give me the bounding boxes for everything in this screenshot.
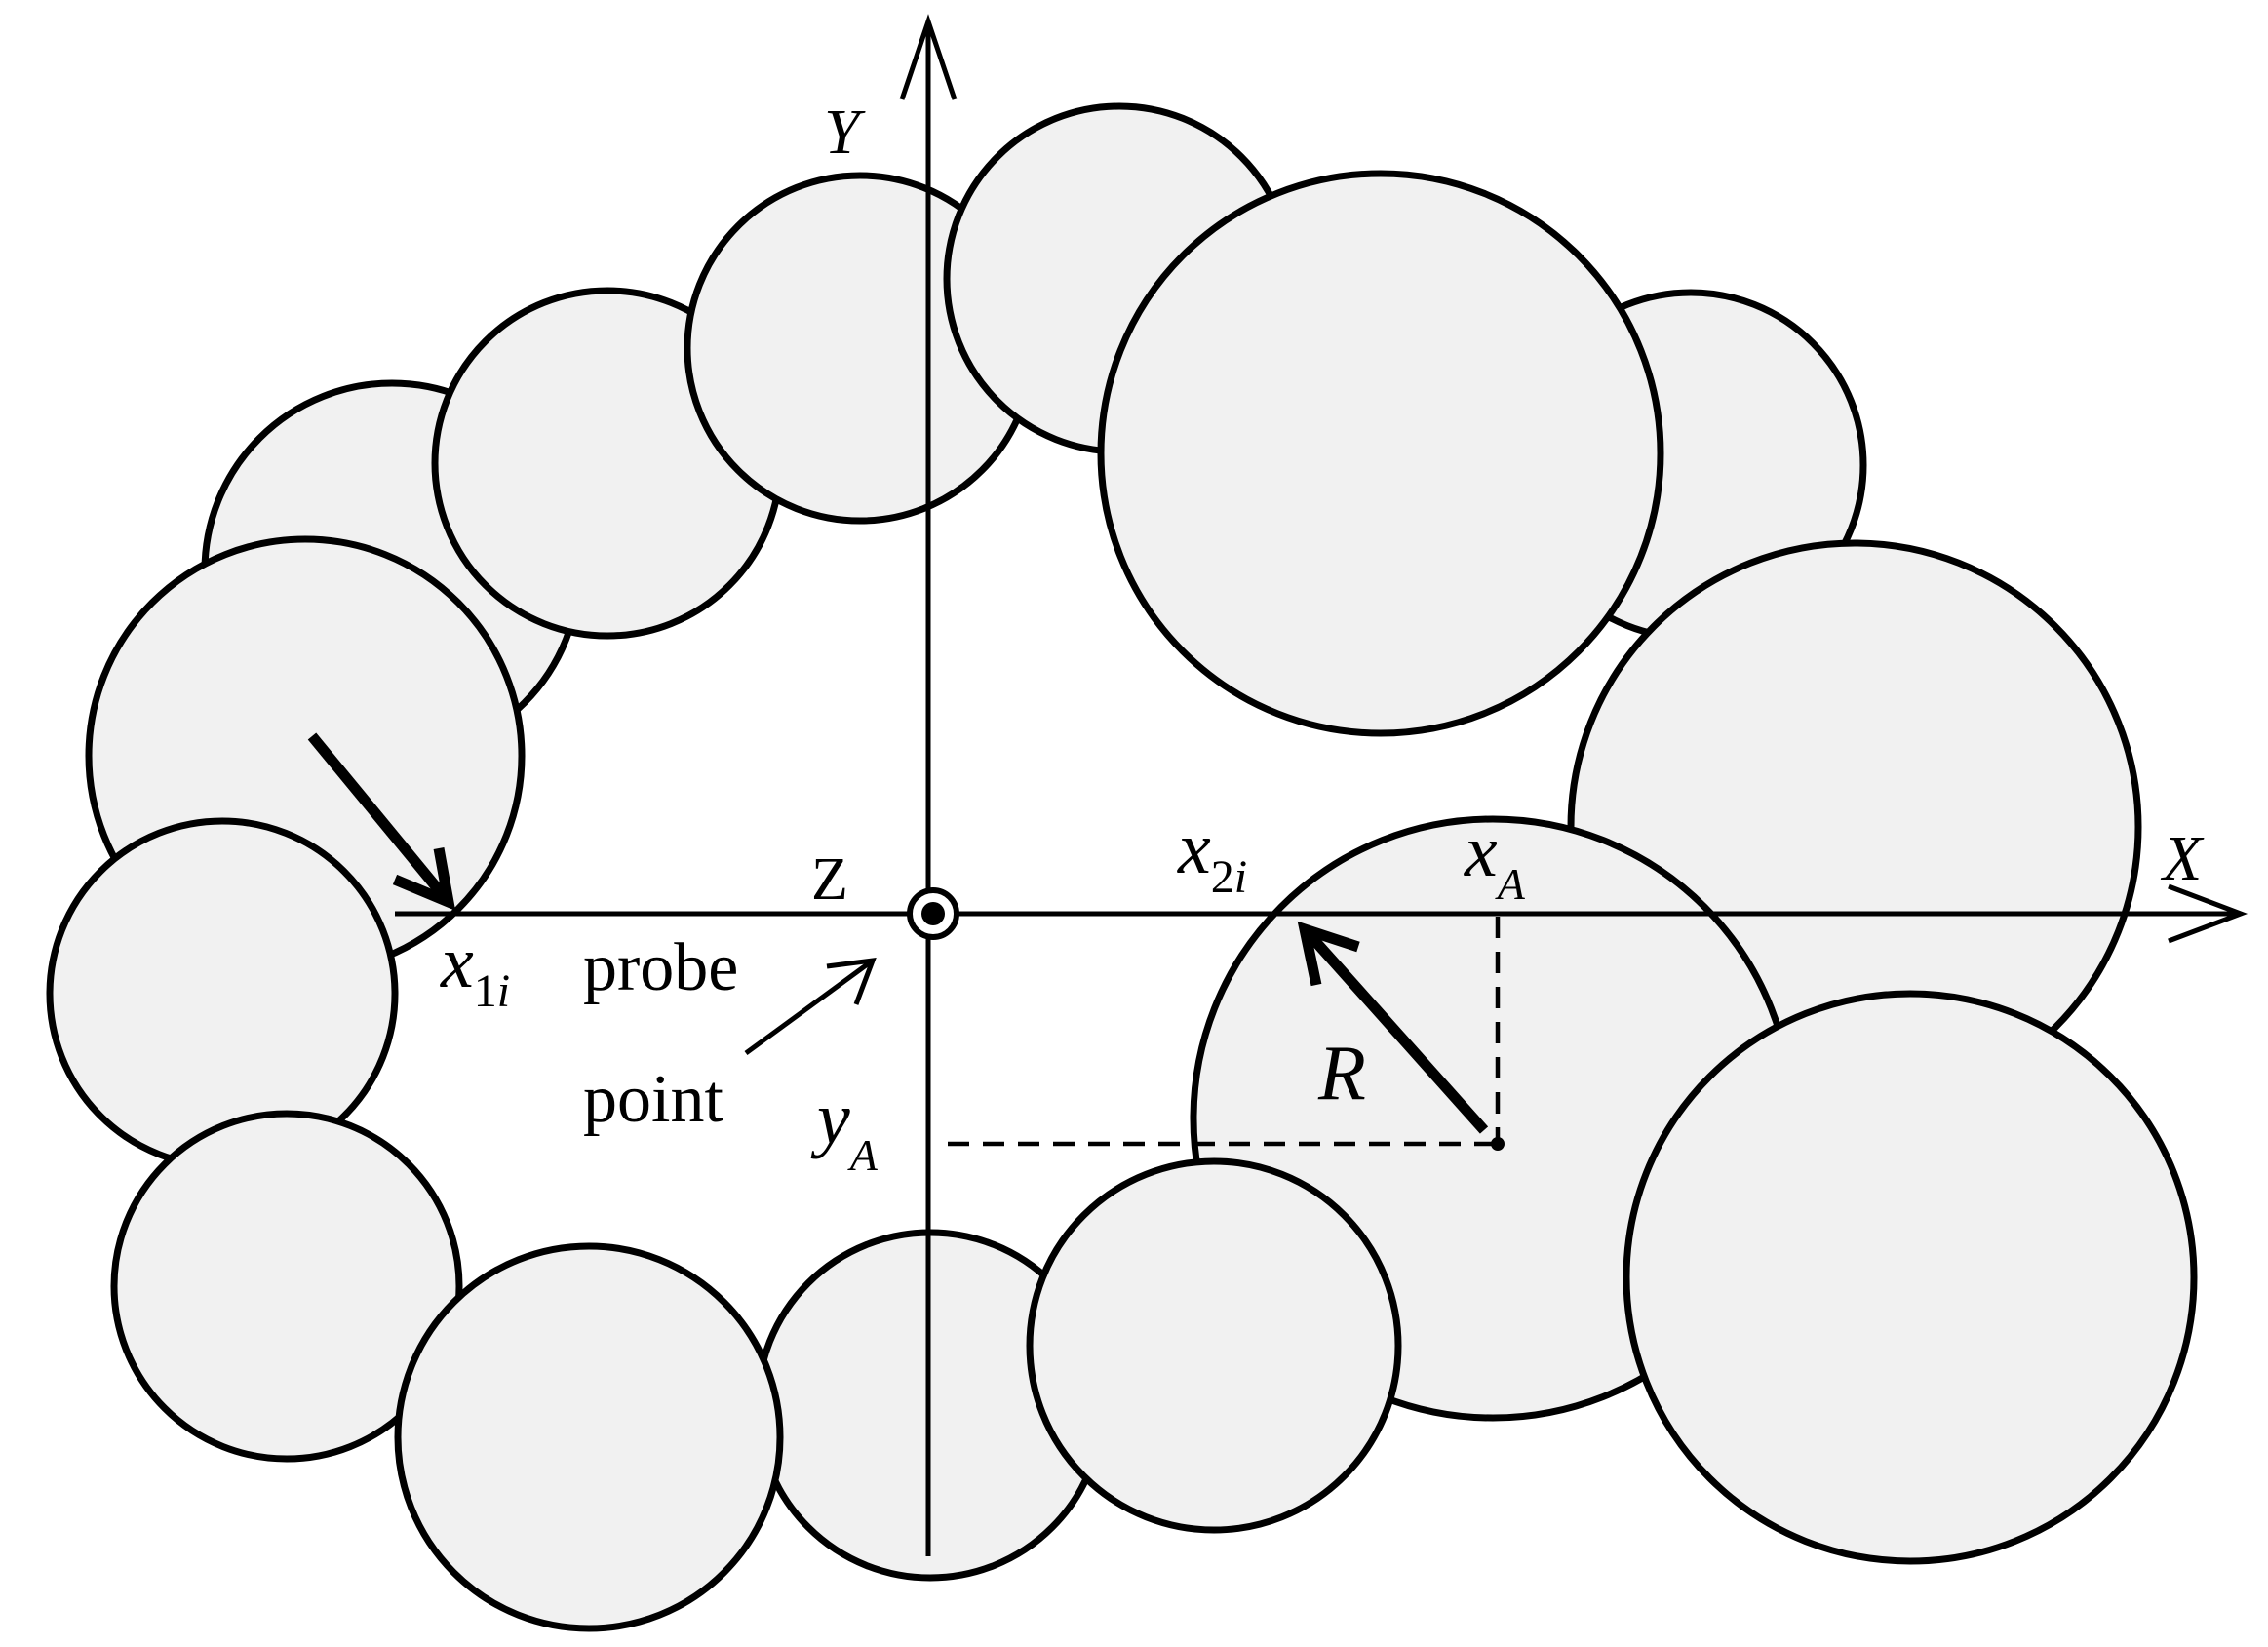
z-axis-dot xyxy=(921,902,945,925)
arrows xyxy=(307,732,1489,1134)
particle xyxy=(1097,170,1664,737)
radius-arrowhead xyxy=(1297,921,1360,987)
probe-label: probe xyxy=(583,930,738,1005)
ya-base: y xyxy=(810,1078,850,1159)
labels: Y X Z x1i x2i xA yA R probe point xyxy=(440,97,2205,1180)
x1i-arrow xyxy=(307,732,453,906)
x2i-base: x xyxy=(1177,807,1211,889)
ya-label: yA xyxy=(810,1078,879,1180)
particle xyxy=(110,1110,463,1463)
particle xyxy=(1623,990,2198,1565)
y-axis-label: Y xyxy=(824,97,866,168)
probe-point-arrowhead xyxy=(826,957,877,1005)
x1i-sub-italic: i xyxy=(497,965,510,1017)
radius-label: R xyxy=(1317,1031,1366,1117)
x2i-sub: 2 xyxy=(1211,851,1234,903)
particle-group xyxy=(46,102,2198,1632)
particle xyxy=(1026,1157,1402,1534)
x2i-label: x2i xyxy=(1177,807,1247,903)
radius-arrow xyxy=(1300,925,1489,1134)
x-axis-label: X xyxy=(2160,823,2205,894)
x1i-sub: 1 xyxy=(474,965,497,1017)
x-axis-arrowhead xyxy=(2168,883,2248,944)
xa-label: xA xyxy=(1464,810,1526,909)
particle xyxy=(46,817,399,1170)
x1i-arrowhead xyxy=(392,847,456,911)
probe-point-arrow xyxy=(744,958,875,1056)
xa-base: x xyxy=(1464,810,1498,892)
point-a-projections xyxy=(948,917,1505,1151)
x2i-sub-italic: i xyxy=(1234,851,1247,903)
particle xyxy=(394,1242,784,1632)
z-axis-label: Z xyxy=(811,846,848,913)
point-a-dot xyxy=(1491,1137,1505,1151)
x1i-label: x1i xyxy=(440,922,510,1017)
x1i-base: x xyxy=(440,922,474,1003)
coordinate-axes xyxy=(395,14,2248,1556)
xa-sub: A xyxy=(1495,859,1526,909)
y-axis-arrowhead xyxy=(899,14,958,100)
point-label: point xyxy=(583,1062,723,1137)
ya-sub: A xyxy=(847,1130,879,1180)
